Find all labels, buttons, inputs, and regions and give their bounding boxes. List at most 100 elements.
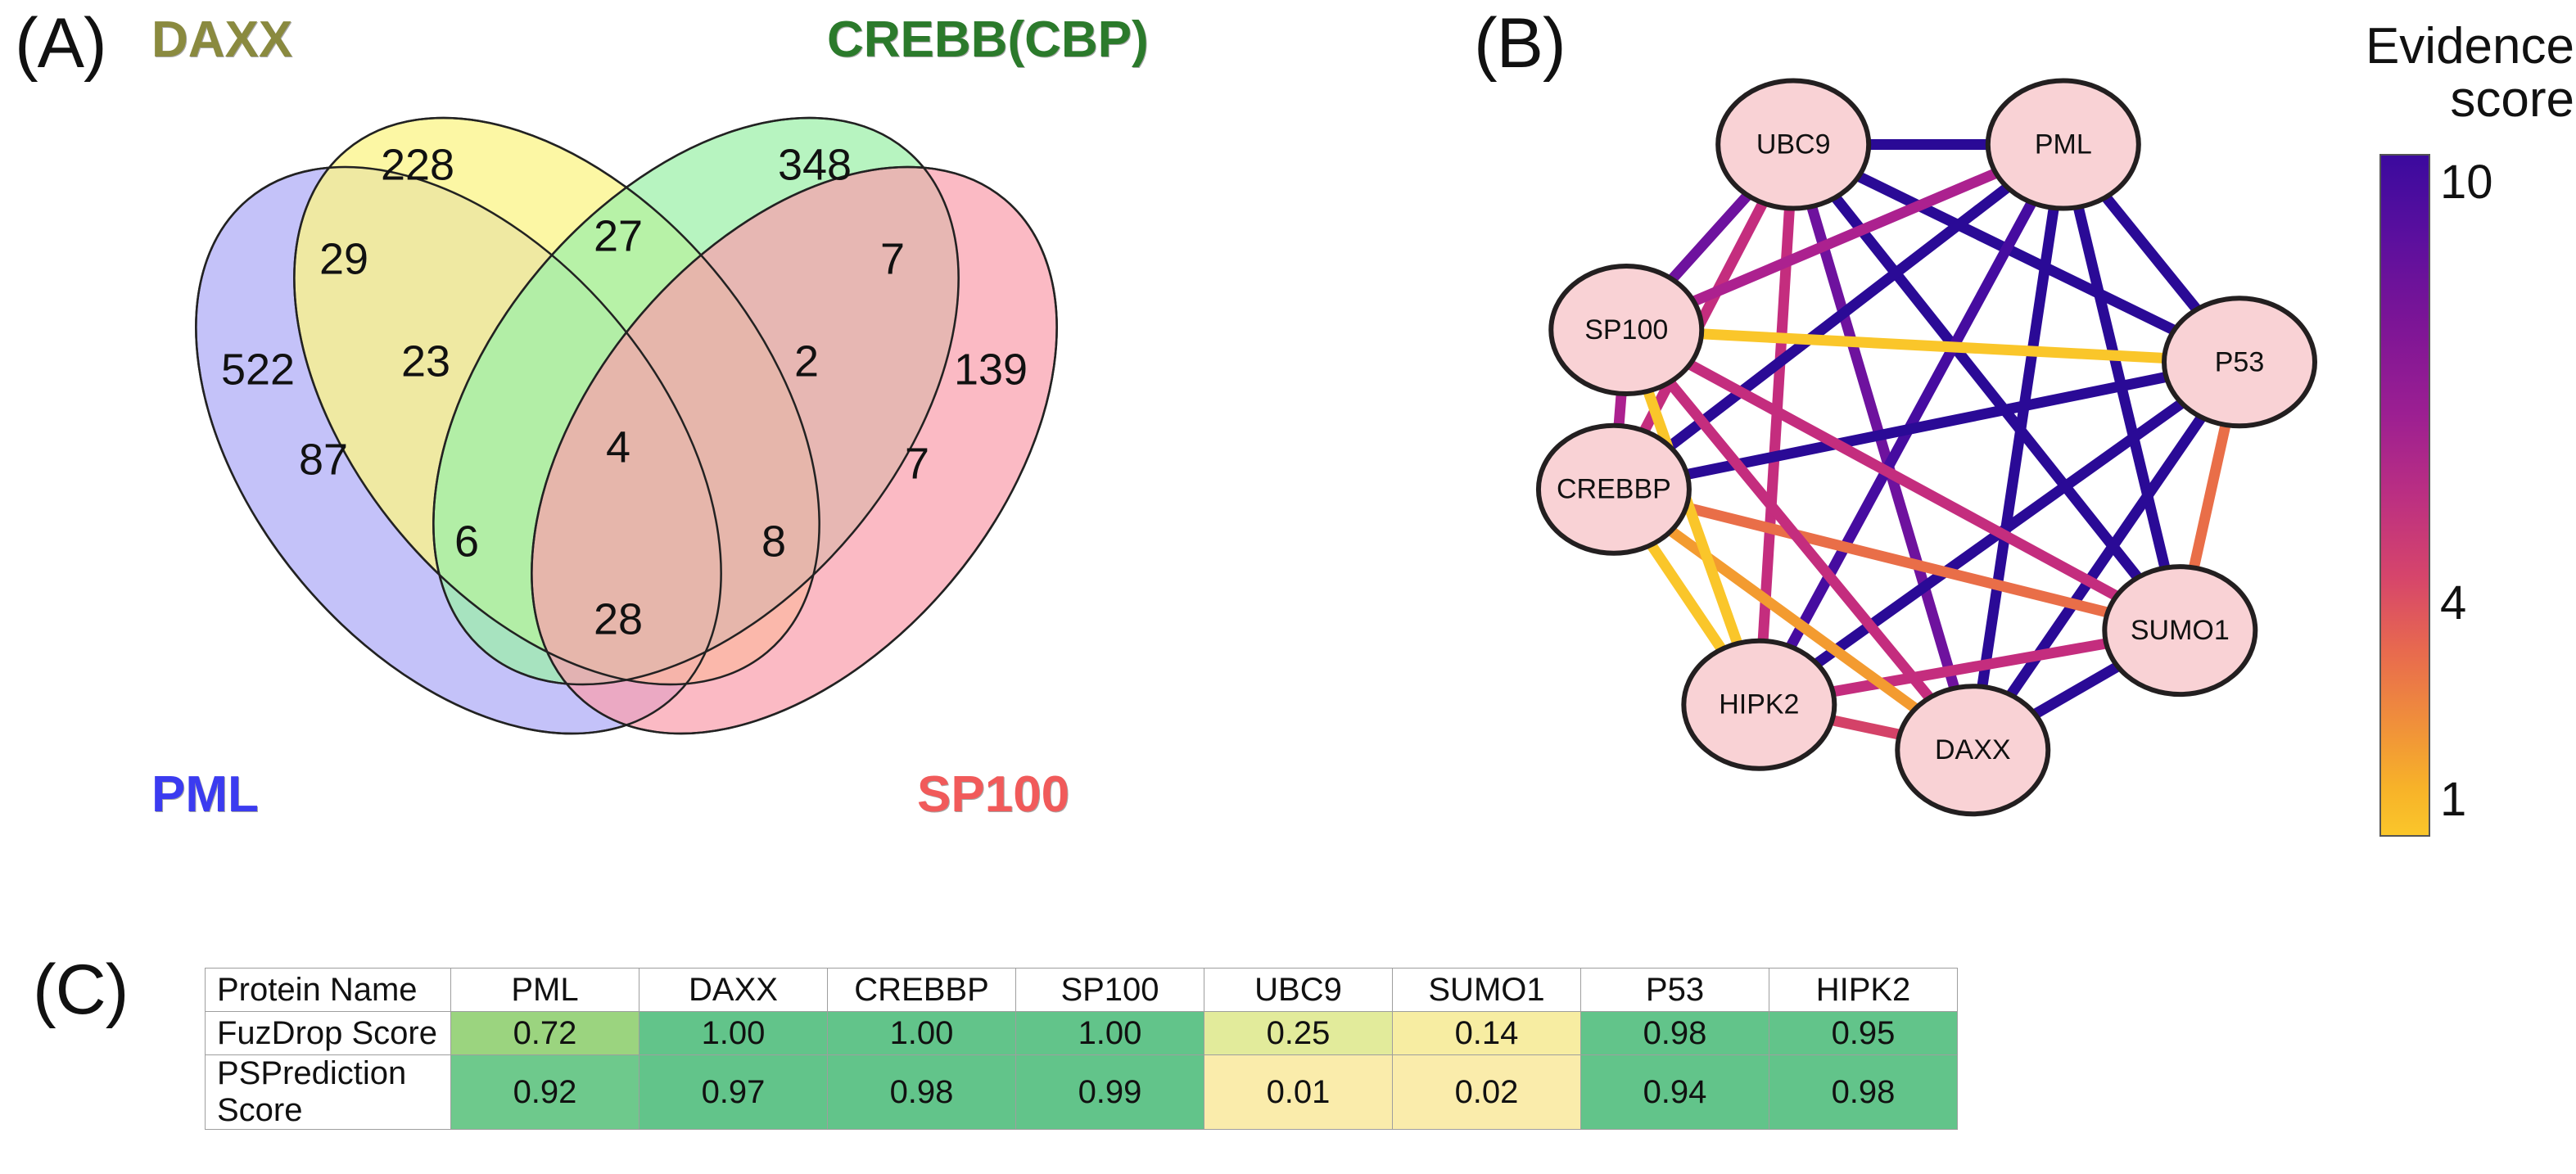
network-edge-p53-daxx — [1968, 359, 2244, 753]
venn-count-pml-daxx-sp100: 8 — [762, 517, 786, 566]
column-header-pml: PML — [450, 968, 639, 1012]
score-cell: 0.98 — [827, 1054, 1016, 1130]
node-label: SUMO1 — [2131, 615, 2230, 646]
evidence-score-colorbar — [2379, 154, 2430, 837]
venn-count-daxx-crebb: 27 — [594, 211, 643, 260]
network-node-ubc9[interactable]: UBC9 — [1715, 78, 1872, 211]
venn-count-daxx-only: 228 — [381, 140, 454, 189]
colorbar-tick-10: 10 — [2440, 156, 2493, 209]
panel-a-venn: (A) DAXX CREBB(CBP) PML SP100 522 22 — [0, 0, 1261, 892]
network-node-sumo1[interactable]: SUMO1 — [2102, 564, 2258, 698]
node-ellipse — [2162, 296, 2318, 429]
score-cell: 1.00 — [639, 1011, 828, 1055]
node-label: DAXX — [1935, 734, 2011, 765]
network-edge-pml-crebbp — [1610, 140, 2067, 494]
column-header-daxx: DAXX — [639, 968, 828, 1012]
evidence-score-legend: Evidence score 10 4 1 — [2358, 15, 2576, 850]
colorbar-tick-1: 1 — [2440, 773, 2467, 826]
score-cell: 0.98 — [1769, 1054, 1958, 1130]
panel-a-letter: (A) — [15, 4, 107, 83]
node-ellipse — [1681, 638, 1837, 771]
score-cell: 0.14 — [1392, 1011, 1581, 1055]
column-header-p53: P53 — [1580, 968, 1769, 1012]
network-edge-daxx-crebbp — [1611, 485, 1977, 755]
network-edge-sumo1-crebbp — [1612, 484, 2181, 636]
column-header-protein-name: Protein Name — [205, 968, 451, 1012]
score-cell: 0.95 — [1769, 1011, 1958, 1055]
legend-title: Evidence score — [2358, 20, 2574, 126]
node-ellipse — [1895, 684, 2051, 817]
column-header-crebbp: CREBBP — [827, 968, 1016, 1012]
score-cell: 1.00 — [1015, 1011, 1204, 1055]
node-label: PML — [2035, 129, 2092, 160]
column-header-sumo1: SUMO1 — [1392, 968, 1581, 1012]
score-cell: 0.25 — [1204, 1011, 1393, 1055]
venn-count-pml-crebb: 87 — [299, 435, 348, 484]
network-node-daxx[interactable]: DAXX — [1895, 684, 2051, 817]
network-node-pml[interactable]: PML — [1985, 78, 2141, 211]
panel-b-letter: (B) — [1474, 4, 1566, 83]
node-label: CREBBP — [1557, 474, 1671, 505]
score-cell: 1.00 — [827, 1011, 1016, 1055]
node-label: HIPK2 — [1719, 689, 1799, 720]
row-label: FuzDrop Score — [205, 1011, 451, 1055]
venn-count-pml-crebb-sp100: 6 — [454, 517, 479, 566]
score-cell: 0.92 — [450, 1054, 639, 1130]
network-edge-p53-sp100 — [1625, 324, 2240, 368]
venn-count-crebb-sp100: 7 — [880, 234, 905, 283]
colorbar-tick-4: 4 — [2440, 576, 2467, 630]
network-edge-ubc9-p53 — [1791, 139, 2242, 368]
network-node-sp100[interactable]: SP100 — [1548, 264, 1705, 397]
venn-count-pml-daxx: 29 — [319, 234, 368, 283]
venn-count-all-four: 4 — [606, 422, 630, 472]
score-cell: 0.94 — [1580, 1054, 1769, 1130]
venn-label-sp100: SP100 — [917, 766, 1070, 823]
network-edge-p53-crebbp — [1612, 356, 2241, 495]
venn-count-pml-only: 522 — [221, 345, 295, 394]
node-label: P53 — [2215, 346, 2265, 377]
network-edge-pml-sp100 — [1624, 139, 2066, 336]
venn-diagram: 522 228 348 139 29 27 7 23 2 87 4 7 6 8 … — [195, 116, 1058, 735]
venn-label-pml: PML — [151, 766, 259, 823]
node-ellipse — [1535, 422, 1692, 556]
venn-label-daxx: DAXX — [151, 11, 293, 68]
venn-count-daxx-sp100: 7 — [905, 439, 929, 488]
network-edge-ubc9-hipk2 — [1753, 144, 1799, 706]
network-node-crebbp[interactable]: CREBBP — [1535, 422, 1692, 556]
score-cell: 0.02 — [1392, 1054, 1581, 1130]
score-cell: 0.72 — [450, 1011, 639, 1055]
venn-count-daxx-crebb-sp100: 2 — [794, 336, 819, 386]
legend-title-line1: Evidence — [2365, 18, 2574, 75]
venn-count-sp100-only: 139 — [954, 345, 1028, 394]
network-edge-daxx-sp100 — [1622, 326, 1977, 754]
score-cell: 0.97 — [639, 1054, 828, 1130]
column-header-hipk2: HIPK2 — [1769, 968, 1958, 1012]
network-node-hipk2[interactable]: HIPK2 — [1681, 638, 1837, 771]
venn-count-crebb-only: 348 — [778, 140, 852, 189]
venn-count-pml-sp100: 28 — [594, 594, 643, 643]
network-edge-sumo1-sp100 — [1624, 325, 2183, 635]
node-ellipse — [2102, 564, 2258, 698]
score-cell: 0.98 — [1580, 1011, 1769, 1055]
column-header-sp100: SP100 — [1015, 968, 1204, 1012]
node-label: UBC9 — [1756, 129, 1831, 160]
node-ellipse — [1548, 264, 1705, 397]
panel-c-letter: (C) — [33, 950, 129, 1029]
venn-label-crebb: CREBB(CBP) — [827, 11, 1149, 68]
column-header-ubc9: UBC9 — [1204, 968, 1393, 1012]
venn-count-pml-daxx-crebb: 23 — [401, 336, 450, 386]
network-node-p53[interactable]: P53 — [2162, 296, 2318, 429]
node-ellipse — [1715, 78, 1872, 211]
node-label: SP100 — [1584, 314, 1668, 345]
score-cell: 0.01 — [1204, 1054, 1393, 1130]
legend-title-line2: score — [2450, 71, 2574, 129]
row-label: PSPrediction Score — [205, 1054, 451, 1130]
